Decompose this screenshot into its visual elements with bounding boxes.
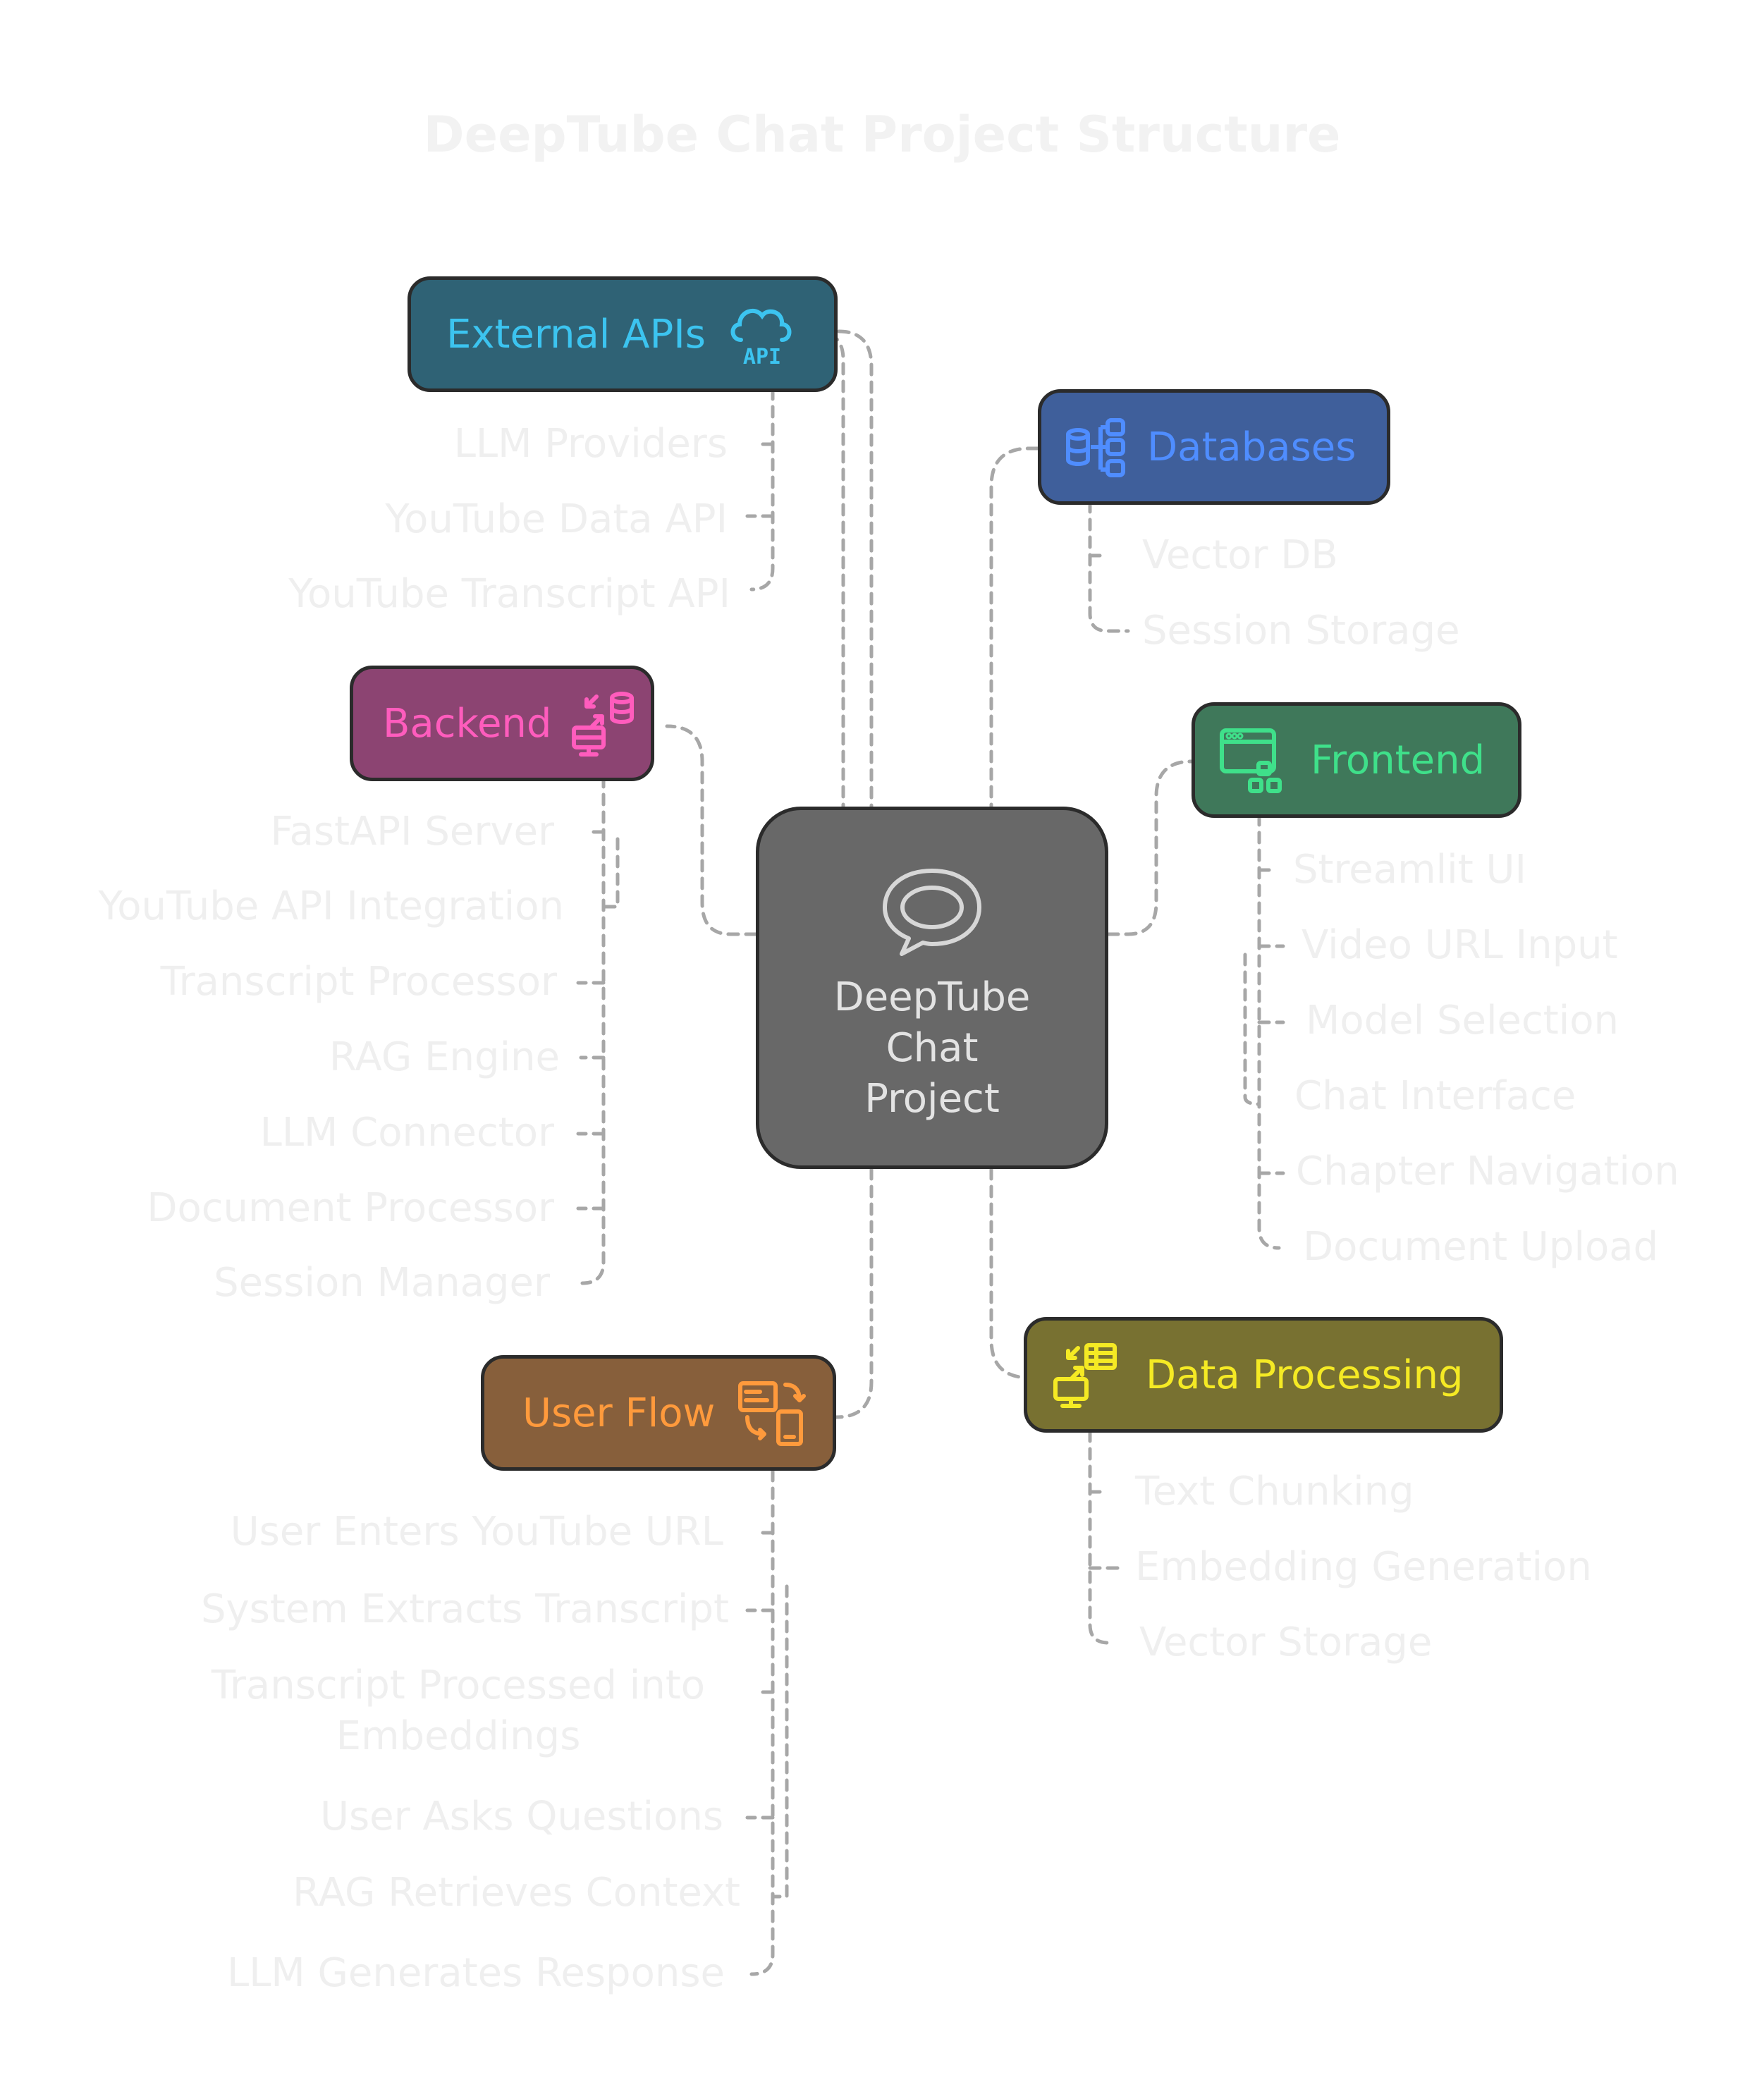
tree-user-flow	[749, 1469, 775, 1976]
node-frontend[interactable]: Frontend	[1192, 702, 1521, 818]
leaf-embedding-generation: Embedding Generation	[1135, 1544, 1592, 1590]
node-external-apis[interactable]: External APIs API	[408, 276, 838, 392]
node-databases[interactable]: Databases	[1038, 389, 1390, 505]
leaf-transcript-processor: Transcript Processor	[160, 959, 557, 1005]
leaf-streamlit-ui: Streamlit UI	[1293, 847, 1526, 893]
tree-data-processing	[1088, 1429, 1110, 1645]
data-transfer-icon	[1050, 1340, 1120, 1410]
leaf-youtube-api-integration: YouTube API Integration	[98, 883, 565, 929]
node-backend[interactable]: Backend	[350, 666, 654, 781]
center-label-line-2: Chat	[886, 1025, 979, 1071]
leaf-chat-interface: Chat Interface	[1294, 1073, 1576, 1119]
connector-backend	[665, 724, 758, 936]
leaf-model-selection: Model Selection	[1306, 998, 1619, 1043]
leaf-session-manager: Session Manager	[214, 1260, 550, 1306]
svg-text:API: API	[743, 345, 781, 369]
leaf-vector-db: Vector DB	[1142, 532, 1338, 578]
leaf-youtube-data-api: YouTube Data API	[385, 496, 728, 542]
leaf-video-url-input: Video URL Input	[1301, 922, 1618, 968]
leaf-rag-engine: RAG Engine	[329, 1034, 560, 1080]
tree-backend	[580, 775, 606, 1285]
node-backend-label: Backend	[383, 700, 552, 747]
tree-external-apis	[749, 387, 775, 592]
leaf-llm-generates-response: LLM Generates Response	[227, 1950, 725, 1996]
leaf-vector-storage: Vector Storage	[1139, 1620, 1433, 1665]
leaf-document-processor: Document Processor	[147, 1185, 554, 1231]
center-label: DeepTube Chat Project	[834, 972, 1031, 1125]
node-databases-label: Databases	[1147, 424, 1356, 470]
device-sync-icon	[736, 1378, 807, 1448]
node-frontend-label: Frontend	[1311, 737, 1486, 783]
leaf-user-enters-youtube-url: User Enters YouTube URL	[230, 1509, 723, 1555]
node-user-flow-label: User Flow	[522, 1390, 716, 1436]
node-data-processing-label: Data Processing	[1146, 1352, 1464, 1398]
server-database-icon	[570, 688, 640, 759]
tree-frontend	[1257, 813, 1281, 1250]
leaf-fastapi-server: FastAPI Server	[270, 809, 554, 855]
connector-user-flow	[834, 1167, 874, 1419]
center-label-line-3: Project	[864, 1076, 1000, 1122]
center-label-line-1: DeepTube	[833, 974, 1031, 1020]
center-node[interactable]: DeepTube Chat Project	[756, 807, 1108, 1169]
node-data-processing[interactable]: Data Processing	[1024, 1317, 1503, 1433]
tree-databases	[1088, 500, 1130, 633]
diagram-title: DeepTube Chat Project Structure	[423, 106, 1341, 164]
leaf-system-extracts-transcript: System Extracts Transcript	[200, 1586, 729, 1632]
leaf-llm-providers: LLM Providers	[453, 421, 728, 467]
connector-external-apis-link	[837, 329, 874, 834]
leaf-session-storage: Session Storage	[1142, 608, 1460, 654]
connector-frontend	[1106, 759, 1208, 936]
leaf-chapter-navigation: Chapter Navigation	[1296, 1149, 1679, 1194]
leaf-document-upload: Document Upload	[1303, 1224, 1659, 1270]
leaf-text-chunking: Text Chunking	[1135, 1469, 1414, 1514]
leaf-llm-connector: LLM Connector	[259, 1110, 554, 1156]
connector-databases	[989, 446, 1046, 834]
leaf-user-asks-questions: User Asks Questions	[320, 1794, 723, 1839]
node-user-flow[interactable]: User Flow	[481, 1355, 836, 1471]
leaf-youtube-transcript-api: YouTube Transcript API	[288, 571, 730, 617]
database-schema-icon	[1064, 413, 1132, 481]
leaf-rag-retrieves-context: RAG Retrieves Context	[293, 1870, 740, 1916]
cloud-api-icon: API	[725, 299, 796, 369]
web-components-icon	[1218, 725, 1285, 795]
chat-bubble-icon	[883, 869, 981, 956]
leaf-transcript-processed-into-embeddings: Transcript Processed into Embeddings	[211, 1663, 706, 1759]
node-external-apis-label: External APIs	[446, 311, 706, 357]
connector-external-apis	[814, 329, 845, 834]
